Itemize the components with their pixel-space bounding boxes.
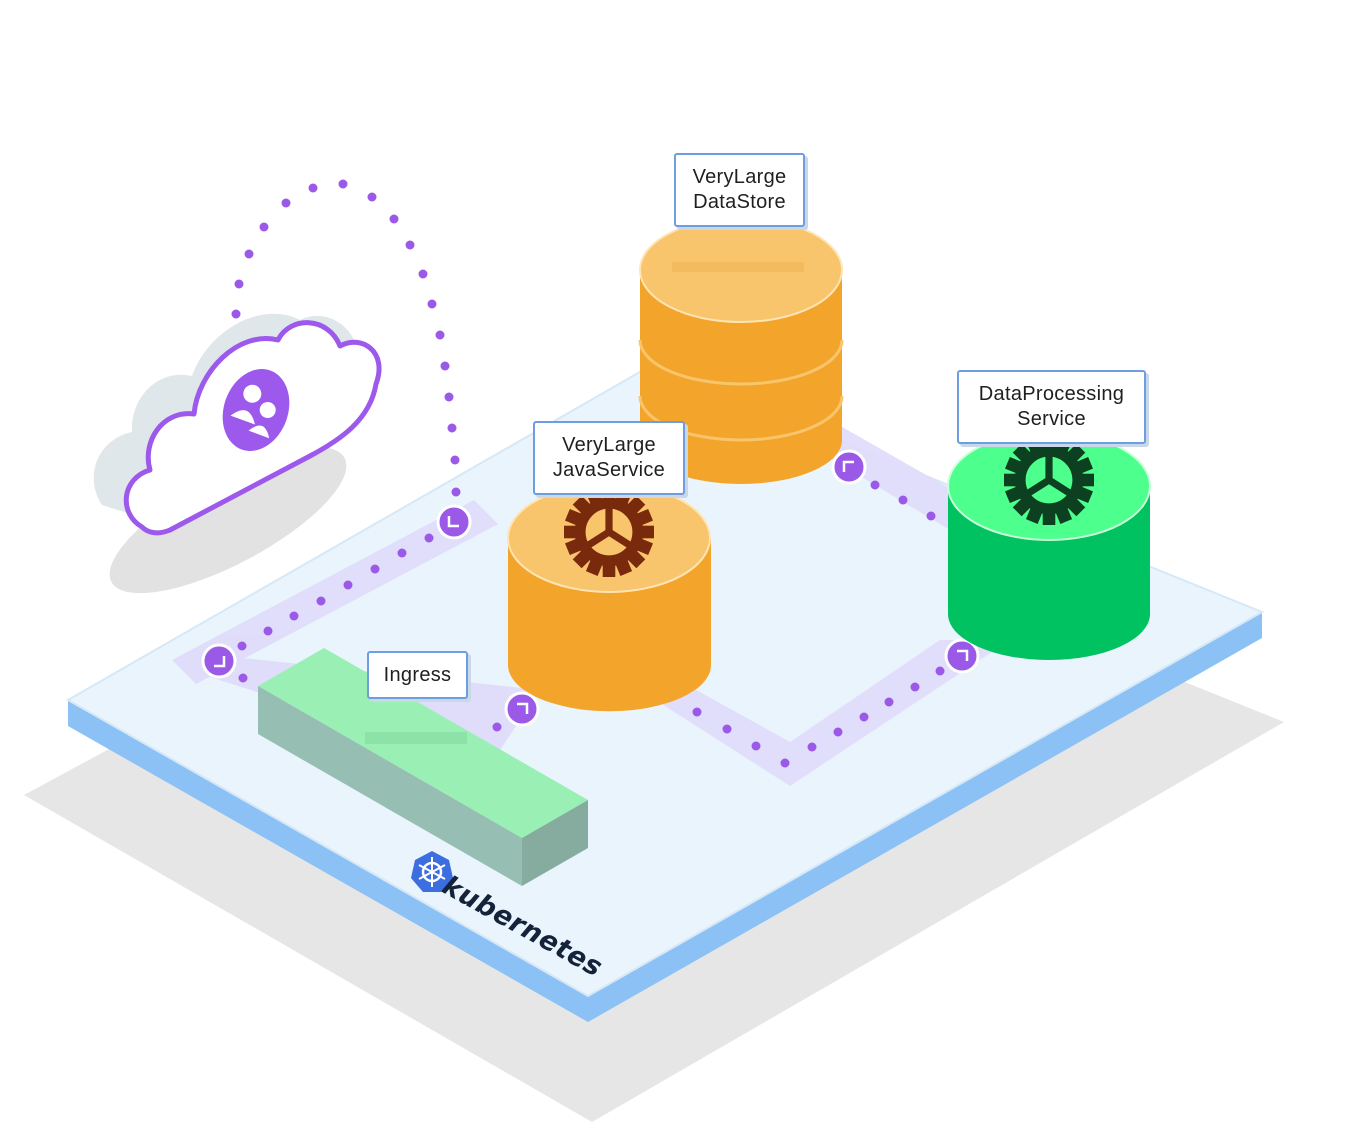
gear-icon xyxy=(1004,435,1094,525)
gear-icon xyxy=(564,487,654,577)
datastore-label-line1: VeryLarge xyxy=(692,166,787,188)
chevron-arrow-icon xyxy=(201,643,237,679)
datastore-label: VeryLarge DataStore xyxy=(674,153,805,227)
ingress-side xyxy=(522,800,588,886)
dataprocessing-label: DataProcessing Service xyxy=(957,370,1146,444)
path-java-to-processing xyxy=(640,640,1010,786)
dataprocessing-cylinder xyxy=(947,432,1151,660)
ingress-block xyxy=(258,648,588,886)
chevron-arrow-icon xyxy=(504,691,540,727)
path-cloud-to-ingress xyxy=(172,500,498,684)
javaservice-label-line1: VeryLarge xyxy=(562,434,656,456)
chevron-arrow-icon xyxy=(944,638,980,674)
javaservice-cylinder xyxy=(507,484,711,712)
connector-badges xyxy=(201,449,980,727)
connection-dots xyxy=(231,179,945,768)
kubernetes-helm-icon xyxy=(411,851,453,892)
datastore-cylinder xyxy=(638,217,844,484)
ingress-label-text: Ingress xyxy=(383,663,452,686)
cloud-users-icon xyxy=(93,313,382,536)
cloud-shadow xyxy=(109,446,347,594)
chevron-arrow-icon xyxy=(831,449,867,485)
dataprocessing-label-line1: DataProcessing xyxy=(978,383,1125,405)
dataprocessing-label-line2: Service xyxy=(1017,408,1086,430)
javaservice-label-line2: JavaService xyxy=(552,459,666,481)
ingress-front xyxy=(258,686,522,886)
users-icon xyxy=(222,369,290,451)
path-datastore-to-processing xyxy=(800,420,970,530)
ingress-label: Ingress xyxy=(367,651,468,699)
javaservice-label: VeryLarge JavaService xyxy=(533,421,685,495)
chevron-arrow-icon xyxy=(436,504,472,540)
datastore-label-line2: DataStore xyxy=(693,191,786,213)
